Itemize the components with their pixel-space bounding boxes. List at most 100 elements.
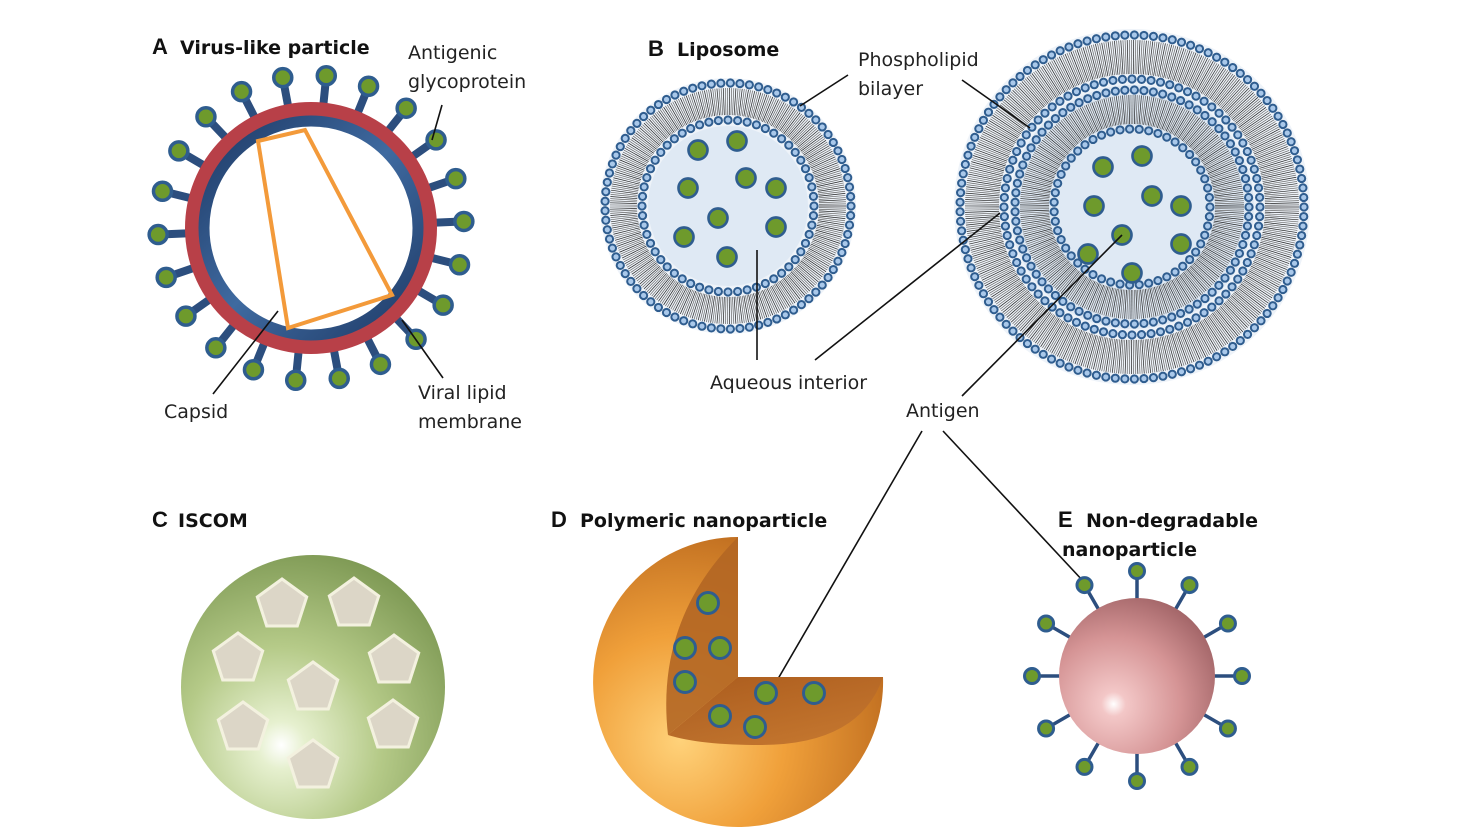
lipid-tail bbox=[1261, 170, 1296, 179]
lipid-tail bbox=[1264, 215, 1299, 219]
lipid-head bbox=[1030, 60, 1040, 70]
lipid-tail bbox=[794, 267, 815, 287]
lipid-tail bbox=[1209, 167, 1238, 179]
panel-b-liposome: B Liposome Phospholipid bilayer Aqueous … bbox=[600, 29, 1310, 685]
panel-e-title-line1: Non-degradable bbox=[1086, 510, 1258, 532]
lipid-tail bbox=[1200, 64, 1220, 94]
lipid-tail bbox=[1261, 166, 1295, 176]
lipid-tail bbox=[810, 243, 836, 256]
lipid-tail bbox=[1200, 253, 1225, 271]
lipid-tail bbox=[1158, 43, 1166, 77]
lipid-tail bbox=[1246, 273, 1277, 291]
lipid-tail bbox=[1044, 258, 1068, 278]
lipid-head bbox=[1228, 62, 1238, 73]
lipid-tail bbox=[1090, 335, 1100, 370]
lipid-tail bbox=[623, 248, 648, 263]
lipid-head bbox=[1055, 96, 1065, 106]
lipid-tail bbox=[784, 276, 803, 299]
label-membrane: membrane bbox=[418, 411, 522, 433]
label-bilayer: bilayer bbox=[858, 78, 923, 100]
lipid-tail bbox=[1083, 281, 1097, 309]
lipid-head bbox=[639, 220, 649, 230]
lipid-tail bbox=[645, 121, 665, 142]
lipid-head bbox=[1253, 221, 1264, 231]
lipid-tail bbox=[1020, 208, 1050, 210]
lipid-tail bbox=[1256, 253, 1289, 266]
lipid-head bbox=[1273, 111, 1283, 121]
lipid-tail bbox=[965, 199, 1000, 202]
lipid-tail bbox=[1206, 68, 1227, 98]
lipid-head bbox=[1246, 249, 1256, 259]
lipid-tail bbox=[1078, 48, 1091, 81]
lipid-tail bbox=[965, 212, 1000, 215]
lipid-tail bbox=[1068, 330, 1083, 362]
label-viral-lipid: Viral lipid bbox=[418, 382, 507, 404]
lipid-tail bbox=[1149, 97, 1157, 127]
lipid-tail bbox=[1213, 311, 1235, 339]
lipid-tail bbox=[1182, 52, 1197, 85]
lipid-head bbox=[1203, 221, 1213, 231]
lipid-head bbox=[958, 169, 968, 179]
lipid-tail bbox=[1031, 242, 1058, 257]
lipid-head bbox=[1148, 31, 1159, 41]
lipid-tail bbox=[611, 189, 638, 195]
lipid-head bbox=[1055, 308, 1065, 318]
lipid-tail bbox=[1120, 40, 1124, 75]
lipid-tail bbox=[1135, 95, 1138, 125]
lipid-head bbox=[1249, 164, 1259, 174]
lipid-tail bbox=[968, 171, 1003, 180]
lipid-head bbox=[1286, 137, 1296, 147]
lipid-tail bbox=[643, 269, 664, 290]
lipid-head bbox=[788, 305, 799, 315]
ligand-linker bbox=[1085, 588, 1102, 613]
lipid-tail bbox=[994, 282, 1024, 303]
lipid-head bbox=[1096, 274, 1107, 284]
glycoprotein-head bbox=[395, 97, 417, 119]
lipid-tail bbox=[814, 234, 841, 244]
lipid-tail bbox=[1040, 254, 1065, 273]
lipid-tail bbox=[718, 88, 722, 116]
lipid-head bbox=[1089, 80, 1099, 90]
glycoprotein-head bbox=[369, 353, 392, 376]
lipid-tail bbox=[1026, 77, 1049, 104]
lipid-tail bbox=[1062, 118, 1081, 143]
lipid-tail bbox=[809, 154, 835, 167]
lipid-tail bbox=[610, 196, 638, 200]
lipid-tail bbox=[1190, 127, 1212, 149]
lipid-tail bbox=[685, 95, 697, 122]
lipid-tail bbox=[1213, 187, 1243, 194]
lipid-head bbox=[840, 163, 850, 174]
lipid-tail bbox=[1249, 128, 1280, 146]
lipid-tail bbox=[678, 288, 691, 314]
lipid-tail bbox=[1191, 128, 1213, 150]
lipid-tail bbox=[794, 125, 815, 145]
lipid-tail bbox=[1181, 51, 1195, 84]
lipid-tail bbox=[1056, 325, 1073, 357]
lipid-tail bbox=[966, 182, 1001, 188]
lipid-tail bbox=[1168, 106, 1183, 133]
lipid-tail bbox=[1185, 269, 1205, 293]
lipid-tail bbox=[1028, 75, 1050, 103]
lipid-head bbox=[1242, 183, 1253, 193]
lipid-tail bbox=[1084, 46, 1095, 80]
lipid-tail bbox=[1027, 237, 1055, 249]
lipid-tail bbox=[740, 296, 745, 323]
lipid-head bbox=[1204, 192, 1215, 203]
lipid-tail bbox=[1236, 103, 1264, 126]
lipid-tail bbox=[1244, 277, 1274, 297]
lipid-tail bbox=[1193, 262, 1216, 283]
lipid-head bbox=[1061, 243, 1071, 253]
lipid-head bbox=[1255, 202, 1265, 212]
lipid-head bbox=[811, 115, 821, 125]
antigen-particle bbox=[1170, 195, 1192, 217]
lipid-tail bbox=[1166, 335, 1177, 369]
lipid-head bbox=[735, 323, 745, 334]
lipid-head bbox=[846, 201, 856, 211]
lipid-tail bbox=[1081, 106, 1096, 133]
lipid-head bbox=[735, 78, 745, 89]
lipid-head bbox=[1155, 77, 1166, 87]
lipid-tail bbox=[1221, 83, 1245, 109]
lipid-tail bbox=[613, 227, 640, 235]
lipid-tail bbox=[1184, 53, 1199, 85]
lipid-tail bbox=[1208, 163, 1236, 176]
